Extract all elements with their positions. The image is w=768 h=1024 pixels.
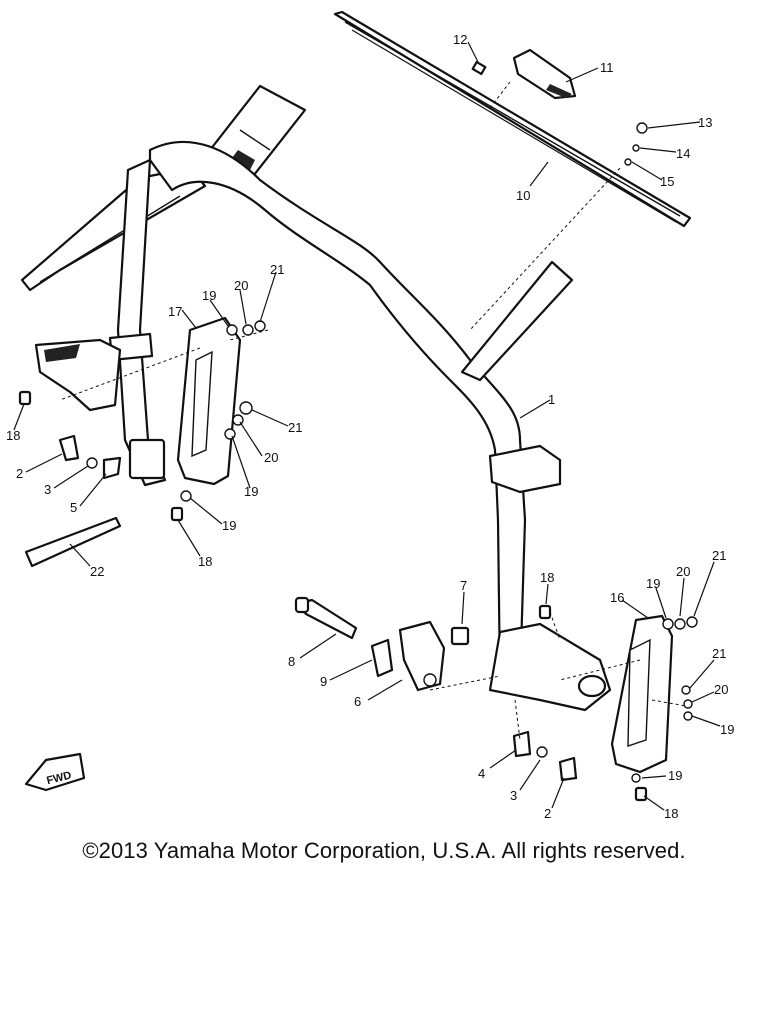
assembly-lines xyxy=(59,81,687,741)
callout-4: 4 xyxy=(478,766,485,781)
callout-21-d: 21 xyxy=(712,646,726,661)
callout-10: 10 xyxy=(516,188,530,203)
callout-21-c: 21 xyxy=(712,548,726,563)
left-footrest xyxy=(176,316,242,486)
left-lower-plate xyxy=(128,438,166,480)
callout-7: 7 xyxy=(460,578,467,593)
leader-lines xyxy=(13,41,721,811)
callout-5: 5 xyxy=(70,500,77,515)
callout-22: 22 xyxy=(90,564,104,579)
callout-labels: 12 11 13 14 15 10 1 17 19 20 21 21 20 19… xyxy=(6,32,734,821)
callout-19-c: 19 xyxy=(222,518,236,533)
callout-3-a: 3 xyxy=(44,482,51,497)
callout-18-b: 18 xyxy=(6,428,20,443)
callout-2-a: 2 xyxy=(16,466,23,481)
callout-17: 17 xyxy=(168,304,182,319)
right-footrest xyxy=(610,614,674,774)
left-fasteners xyxy=(18,320,266,522)
callout-20-a: 20 xyxy=(234,278,248,293)
callout-9: 9 xyxy=(320,674,327,689)
right-footrest-bracket xyxy=(488,622,612,712)
fwd-label: FWD xyxy=(45,769,72,787)
callout-21-b: 21 xyxy=(288,420,302,435)
windshield-plate xyxy=(333,10,692,228)
parts-diagram: 12 11 13 14 15 10 1 17 19 20 21 21 20 19… xyxy=(6,10,734,821)
callout-15: 15 xyxy=(660,174,674,189)
callout-20-c: 20 xyxy=(676,564,690,579)
bolt-8 xyxy=(294,596,358,640)
callout-19-e: 19 xyxy=(720,722,734,737)
callout-16: 16 xyxy=(610,590,624,605)
callout-1: 1 xyxy=(548,392,555,407)
left-footrest-bracket xyxy=(34,338,122,412)
callout-14: 14 xyxy=(676,146,690,161)
callout-21-a: 21 xyxy=(270,262,284,277)
washer-9 xyxy=(370,638,394,678)
callout-20-d: 20 xyxy=(714,682,728,697)
callout-19-b: 19 xyxy=(244,484,258,499)
left-upper-plate xyxy=(208,84,307,182)
callout-19-a: 19 xyxy=(202,288,216,303)
callout-20-b: 20 xyxy=(264,450,278,465)
copyright-notice: ©2013 Yamaha Motor Corporation, U.S.A. A… xyxy=(82,838,686,863)
callout-8: 8 xyxy=(288,654,295,669)
callout-2-b: 2 xyxy=(544,806,551,821)
handle-grip-block xyxy=(512,48,577,100)
callout-6: 6 xyxy=(354,694,361,709)
cable-strap xyxy=(24,516,122,568)
callout-11: 11 xyxy=(600,60,614,75)
callout-19-d: 19 xyxy=(646,576,660,591)
callout-19-f: 19 xyxy=(668,768,682,783)
callout-18-a: 18 xyxy=(198,554,212,569)
main-frame xyxy=(108,140,562,684)
spacer-7 xyxy=(450,626,470,646)
callout-3-b: 3 xyxy=(510,788,517,803)
angle-bracket xyxy=(460,260,574,382)
callout-12: 12 xyxy=(453,32,467,47)
bracket-6 xyxy=(398,620,446,692)
fwd-arrow-icon: FWD xyxy=(24,752,86,792)
right-fasteners xyxy=(512,122,698,802)
callout-13: 13 xyxy=(698,115,712,130)
callout-18-c: 18 xyxy=(540,570,554,585)
small-screw xyxy=(471,60,487,76)
callout-18-d: 18 xyxy=(664,806,678,821)
